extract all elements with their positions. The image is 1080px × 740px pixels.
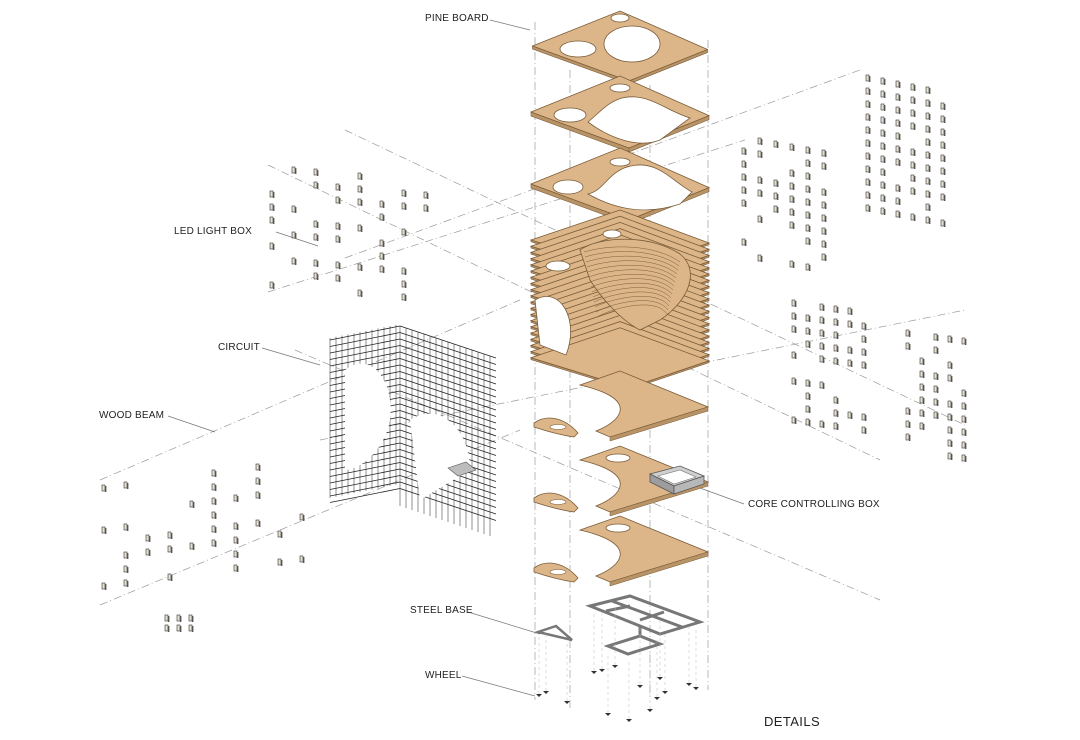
wheel-8 xyxy=(662,691,668,694)
wheel-5 xyxy=(612,665,618,668)
label-pine-board: PINE BOARD xyxy=(425,13,489,24)
label-steel-base: STEEL BASE xyxy=(410,605,473,616)
wheel-10 xyxy=(693,687,699,690)
led-panel-right-front xyxy=(741,137,827,271)
pine-board-stack xyxy=(529,10,711,587)
core-controlling-box-shape xyxy=(648,465,706,495)
wheel-11 xyxy=(605,713,611,716)
label-wheel: WHEEL xyxy=(425,670,462,681)
wheel-6 xyxy=(637,685,643,688)
steel-base-frame xyxy=(533,594,705,656)
led-panel-right-lower xyxy=(791,299,867,434)
circuit-grid xyxy=(329,324,497,536)
caption-details: DETAILS xyxy=(764,714,821,729)
label-led-light-box: LED LIGHT BOX xyxy=(174,226,252,237)
wheel-0 xyxy=(536,694,542,697)
wheel-9 xyxy=(686,683,692,686)
pine-board-2 xyxy=(529,75,711,153)
leader-lines xyxy=(167,19,745,697)
wheels xyxy=(536,608,699,722)
led-panel-right-back xyxy=(865,74,946,227)
wheel-2 xyxy=(564,701,570,704)
led-light-box-panels xyxy=(101,74,967,632)
label-core-controlling-box: CORE CONTROLLING BOX xyxy=(748,499,880,510)
guide-lines xyxy=(99,22,966,710)
lower-board-1 xyxy=(533,370,710,442)
pine-board-1 xyxy=(531,10,709,85)
pine-board-3 xyxy=(529,147,711,225)
wood-beam-panel xyxy=(101,463,305,590)
lower-board-3 xyxy=(533,515,710,587)
wheel-4 xyxy=(599,669,605,672)
wheel-7 xyxy=(657,677,663,680)
wheel-12 xyxy=(626,719,632,722)
wheel-13 xyxy=(647,709,653,712)
label-circuit: CIRCUIT xyxy=(218,342,260,353)
wheel-14 xyxy=(654,697,660,700)
led-panel-right-lower-back xyxy=(905,329,967,462)
wheel-1 xyxy=(543,691,549,694)
wood-beam-cluster xyxy=(164,614,194,632)
wheel-3 xyxy=(591,671,597,674)
led-panel-back xyxy=(269,166,429,301)
label-wood-beam: WOOD BEAM xyxy=(99,410,165,421)
